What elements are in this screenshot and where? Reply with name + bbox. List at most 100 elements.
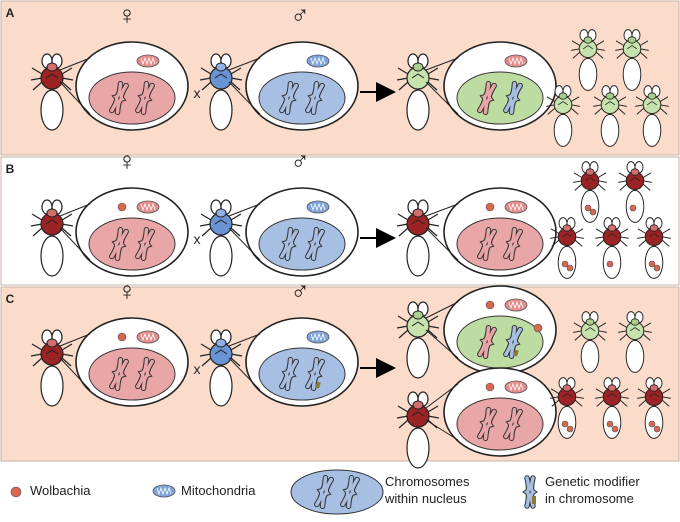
fly-leg: [661, 399, 670, 407]
chromatid-fill: [346, 477, 359, 508]
zoom-line: [59, 333, 91, 347]
fly-wing-line: [561, 233, 573, 238]
chromatid-fill: [141, 229, 154, 260]
fly-leg: [571, 40, 581, 47]
chromatid-fill: [110, 358, 123, 389]
male-cell: [245, 187, 359, 277]
wolbachia-icon: [648, 420, 656, 428]
fly-leg: [550, 236, 560, 239]
fly-wing-line: [584, 177, 596, 182]
fly-leg: [573, 180, 583, 183]
fly-leg: [200, 343, 212, 351]
fly-leg: [550, 388, 560, 395]
fly-head: [46, 208, 58, 218]
fly-leg: [31, 67, 43, 75]
nucleus: [88, 71, 176, 125]
nucleus: [290, 469, 384, 515]
fly-wing-line: [648, 233, 660, 238]
fly-wing-line: [626, 45, 638, 50]
mitochondrion-icon: [504, 200, 528, 214]
fly-leg: [661, 236, 671, 239]
fly-leg: [427, 415, 440, 419]
chromatid-fill: [504, 408, 517, 439]
fly-leg: [617, 96, 627, 103]
chromatid-fill: [504, 82, 517, 113]
zoom-line: [59, 227, 91, 261]
wolbachia-icon: [561, 260, 569, 268]
fly-leg: [61, 353, 74, 357]
fly-leg: [595, 228, 605, 235]
fly-abdomen: [209, 365, 233, 407]
chromosome-icon: [503, 81, 523, 115]
fly-leg: [574, 388, 584, 395]
fly-leg: [595, 51, 604, 59]
fly-leg: [398, 329, 409, 339]
legend-chromosomes-line2: within nucleus: [385, 491, 467, 506]
chromatid-fill: [280, 228, 293, 259]
fly-wing-line: [648, 393, 660, 398]
male-cell: [245, 317, 359, 407]
fly-leg: [597, 333, 606, 341]
female-symbol-icon: ♀: [117, 276, 137, 306]
mito-cristae: [140, 56, 156, 66]
mito-cristae: [508, 56, 524, 66]
fly-wing-line: [561, 393, 573, 398]
chromatid-fill: [136, 228, 149, 259]
fly-leg: [637, 388, 647, 395]
fly-icon: [595, 377, 629, 439]
chromosome-icon: [109, 227, 129, 261]
fly-leg: [617, 107, 626, 115]
chromosome-icon: [314, 475, 334, 509]
fly-abdomen: [406, 337, 430, 379]
wolbachia-icon: [653, 425, 661, 433]
fly-head: [605, 92, 615, 100]
chromatid-fill: [320, 477, 333, 508]
nucleus: [456, 397, 544, 451]
fly-icon: [618, 311, 652, 373]
fly-leg: [597, 183, 606, 191]
fly-icon: [30, 199, 74, 277]
fly-leg: [595, 236, 605, 239]
fly-icon: [593, 85, 627, 147]
chromatid-fill: [509, 327, 522, 358]
chromosome-icon: [477, 407, 497, 441]
genetic-modifier: [513, 349, 519, 357]
mito-cristae: [508, 202, 524, 212]
fly-leg: [230, 223, 243, 227]
female-cell: [75, 187, 189, 277]
fly-head: [215, 208, 227, 218]
fly-leg: [619, 388, 629, 395]
fly-leg: [619, 228, 629, 235]
chromosome-icon: [279, 81, 299, 115]
fly-leg: [661, 239, 670, 247]
fly-leg: [615, 48, 625, 51]
chromatid-fill: [523, 476, 531, 508]
female-symbol-icon: ♀: [117, 146, 137, 176]
fly-leg: [593, 104, 603, 107]
zoom-line: [425, 301, 459, 319]
fly-head: [627, 36, 637, 44]
genetic-modifier: [315, 381, 321, 389]
mitochondrion-icon: [504, 298, 528, 312]
fly-leg: [642, 322, 652, 329]
chromatid-fill: [311, 359, 324, 390]
fly-leg: [427, 329, 438, 339]
male-cell: [245, 41, 359, 131]
chromatid-fill: [285, 359, 298, 390]
fly-leg: [32, 227, 43, 237]
chromosome-icon: [279, 227, 299, 261]
chromatid-fill: [280, 82, 293, 113]
fly-head: [215, 62, 227, 72]
fly-leg: [618, 172, 628, 179]
fly-leg: [617, 104, 627, 107]
fly-leg: [230, 81, 241, 91]
fly-icon: [573, 311, 607, 373]
wolbachia-icon: [566, 425, 574, 433]
chromosome-icon: [477, 325, 497, 359]
fly-leg: [642, 330, 652, 333]
fly-leg: [199, 77, 212, 81]
fly-leg: [230, 227, 241, 237]
fly-leg: [638, 399, 647, 407]
fly-abdomen: [40, 89, 64, 131]
mito-cristae: [140, 332, 156, 342]
